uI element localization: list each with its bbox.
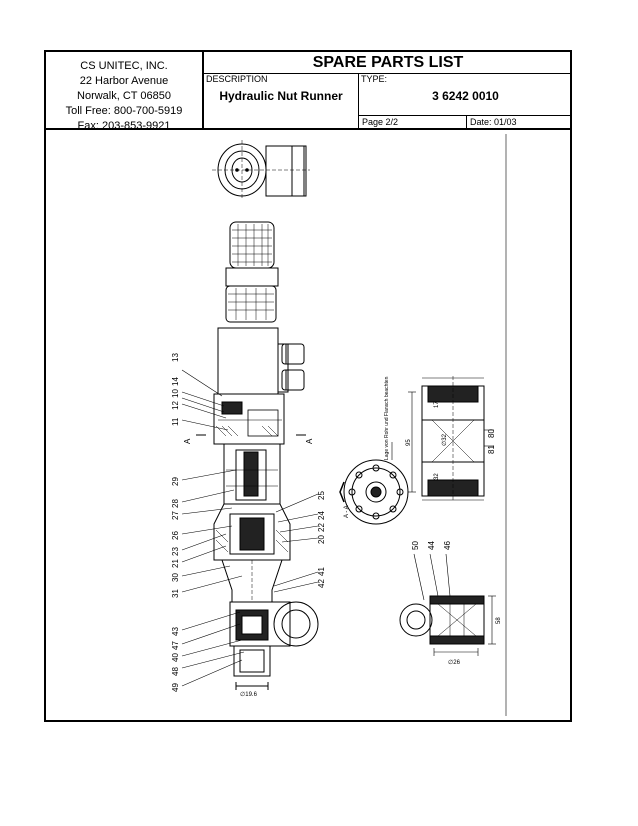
left-leader-lines (181, 369, 245, 687)
exploded-drawing: 13 14 10 12 11 29 28 27 26 23 21 30 31 4… (46, 130, 570, 720)
callout-10: 10 (171, 389, 180, 398)
dim-foot: ∅19.6 (240, 691, 258, 698)
callout-50: 50 (411, 541, 420, 550)
callout-21: 21 (171, 559, 180, 568)
callout-41: 41 (317, 567, 326, 576)
type-value: 3 6242 0010 (432, 89, 499, 103)
callout-12: 12 (171, 401, 180, 410)
company-toll-free: Toll Free: 800-700-5919 (65, 105, 183, 117)
company-city: Norwalk, CT 06850 (77, 90, 171, 102)
company-block: CS UNITEC, INC. 22 Harbor Avenue Norwalk… (46, 52, 204, 132)
description-cell: DESCRIPTION Hydraulic Nut Runner (204, 74, 359, 130)
callout-24: 24 (317, 511, 326, 520)
callout-23: 23 (171, 547, 180, 556)
dim-right: 58 (496, 617, 502, 624)
company-fax: Fax: 203-853-9921 (77, 120, 171, 132)
spare-parts-sheet: CS UNITEC, INC. 22 Harbor Avenue Norwalk… (44, 50, 572, 722)
type-label: TYPE: (361, 74, 388, 84)
page-number: Page 2/2 (359, 116, 467, 130)
sheet-date: Date: 01/03 (467, 116, 572, 130)
mid-leader-lines (273, 493, 319, 593)
section-a-a-view (339, 442, 409, 525)
right-component-view (408, 376, 494, 502)
company-name: CS UNITEC, INC. (80, 60, 168, 72)
description-label: DESCRIPTION (206, 74, 268, 84)
orientation-note: Lage von Rohr und Flansch beachten (384, 376, 390, 460)
dim-small-2: 32 (434, 473, 440, 480)
callout-31: 31 (171, 589, 180, 598)
callout-29: 29 (171, 477, 180, 486)
callout-26: 26 (171, 531, 180, 540)
main-section-view (196, 221, 319, 690)
callout-25: 25 (317, 491, 326, 500)
callout-22: 22 (317, 523, 326, 532)
callout-13: 13 (171, 353, 180, 362)
company-street: 22 Harbor Avenue (79, 75, 169, 87)
callout-20: 20 (317, 535, 326, 544)
callout-81: 81 (487, 445, 496, 454)
description-value: Hydraulic Nut Runner (219, 89, 343, 103)
dim-bottom: ∅26 (448, 659, 461, 666)
callout-48: 48 (171, 667, 180, 676)
sheet-title: SPARE PARTS LIST (204, 52, 572, 74)
section-view-label: A - A (344, 505, 350, 518)
type-cell: TYPE: 3 6242 0010 (359, 74, 572, 116)
callout-30: 30 (171, 573, 180, 582)
callout-28: 28 (171, 499, 180, 508)
callout-44: 44 (427, 541, 436, 550)
callout-47: 47 (171, 641, 180, 650)
callout-11: 11 (171, 417, 180, 426)
section-mark-right: A (305, 438, 314, 444)
callout-40: 40 (171, 653, 180, 662)
dim-small: 17 (434, 401, 440, 408)
callout-80: 80 (487, 429, 496, 438)
coupling-view (399, 553, 496, 656)
dim-inner: ∅32 (441, 433, 448, 446)
section-mark-left: A (183, 438, 192, 444)
callout-46: 46 (443, 541, 452, 550)
callout-27: 27 (171, 511, 180, 520)
callout-43: 43 (171, 627, 180, 636)
callout-14: 14 (171, 377, 180, 386)
callout-49: 49 (171, 683, 180, 692)
dim-main: 95 (406, 439, 412, 446)
callout-42: 42 (317, 579, 326, 588)
top-end-view (212, 140, 310, 200)
